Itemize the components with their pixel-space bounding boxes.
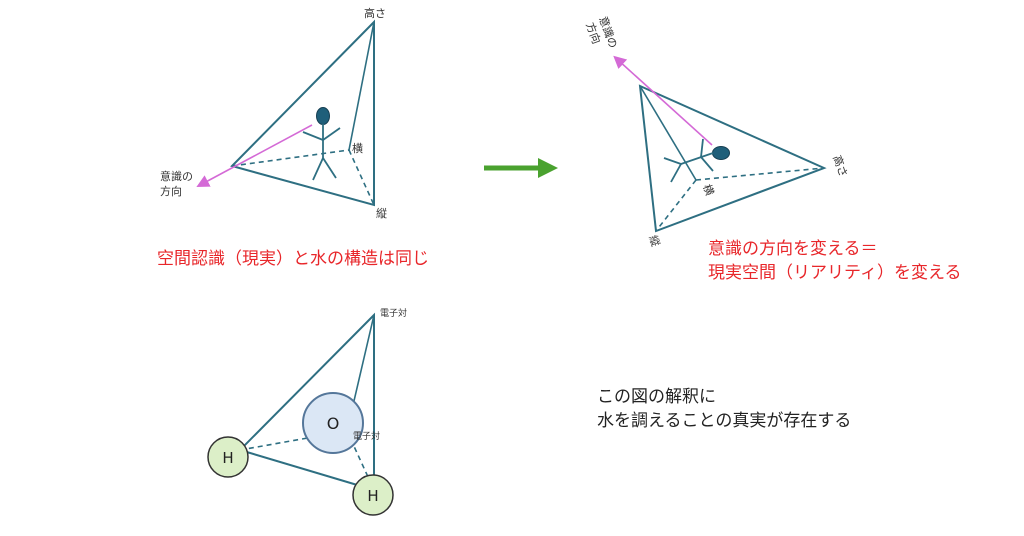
transition-arrow [484, 158, 558, 178]
molecule-labels: 電子対 電子対 [353, 307, 407, 442]
electron-pair-top-label: 電子対 [380, 307, 407, 319]
right-figure-body [680, 152, 714, 165]
left-pyramid-edge-top [348, 21, 375, 151]
left-labels: 高さ 意識の 方向 横 縦 [160, 6, 387, 220]
left-label-awareness-2: 方向 [160, 184, 182, 198]
left-pyramid-dashed-bottom [348, 149, 375, 206]
hydrogen-atom-right: H [352, 474, 394, 516]
left-stick-figure [302, 107, 341, 181]
oxygen-circle [302, 392, 364, 454]
caption-right-line1: 意識の方向を変える＝ [708, 239, 878, 259]
left-figure-leg-right [322, 157, 337, 179]
hydrogen-atom-left: H [207, 436, 249, 478]
left-label-height: 高さ [364, 6, 386, 20]
left-pyramid [196, 19, 375, 207]
right-pyramid-dashed-right [695, 167, 825, 181]
right-figure-head [712, 146, 730, 160]
right-figure-leg-bottom [670, 163, 682, 183]
electron-pair-center-label: 電子対 [353, 430, 380, 442]
left-figure-head [316, 107, 330, 125]
right-pyramid-outline [638, 84, 827, 233]
right-pyramid [613, 55, 827, 233]
caption-left: 空間認識（現実）と水の構造は同じ [157, 249, 429, 269]
right-figure-arm-bottom [700, 156, 714, 172]
right-awareness-arrow [613, 55, 713, 146]
hydrogen-left-label: H [222, 449, 233, 467]
right-pyramid-edge-top [639, 85, 697, 181]
hydrogen-left-circle [207, 436, 249, 478]
right-stick-figure [663, 138, 730, 183]
left-pyramid-outline [230, 19, 375, 207]
caption-bottom-line2: 水を調えることの真実が存在する [597, 411, 852, 431]
left-pyramid-dashed-left [231, 149, 350, 167]
right-pyramid-dashed-bottom [655, 179, 697, 232]
right-label-height: 高さ [830, 153, 851, 178]
caption-right-line2: 現実空間（リアリティ）を変える [708, 263, 962, 283]
right-label-horizontal: 横 [700, 182, 717, 197]
left-figure-arm-right [322, 127, 341, 141]
left-figure-leg-left [312, 157, 324, 181]
hydrogen-right-label: H [367, 487, 378, 505]
left-awareness-arrow [196, 124, 313, 188]
oxygen-label: O [327, 414, 340, 433]
left-label-vertical: 縦 [376, 207, 387, 220]
molecule-outline [238, 312, 375, 492]
caption-bottom-line1: この図の解釈に [597, 387, 716, 407]
hydrogen-right-circle [352, 474, 394, 516]
right-figure-arm-top [700, 138, 704, 158]
oxygen-atom: O [302, 392, 364, 454]
left-label-awareness-1: 意識の [160, 169, 193, 183]
right-label-vertical: 縦 [646, 234, 662, 249]
right-labels: 意識の 方向 高さ 横 縦 [583, 14, 851, 248]
left-figure-arm-left [302, 131, 324, 141]
left-label-horizontal: 横 [352, 141, 363, 155]
right-figure-leg-top [663, 157, 682, 165]
